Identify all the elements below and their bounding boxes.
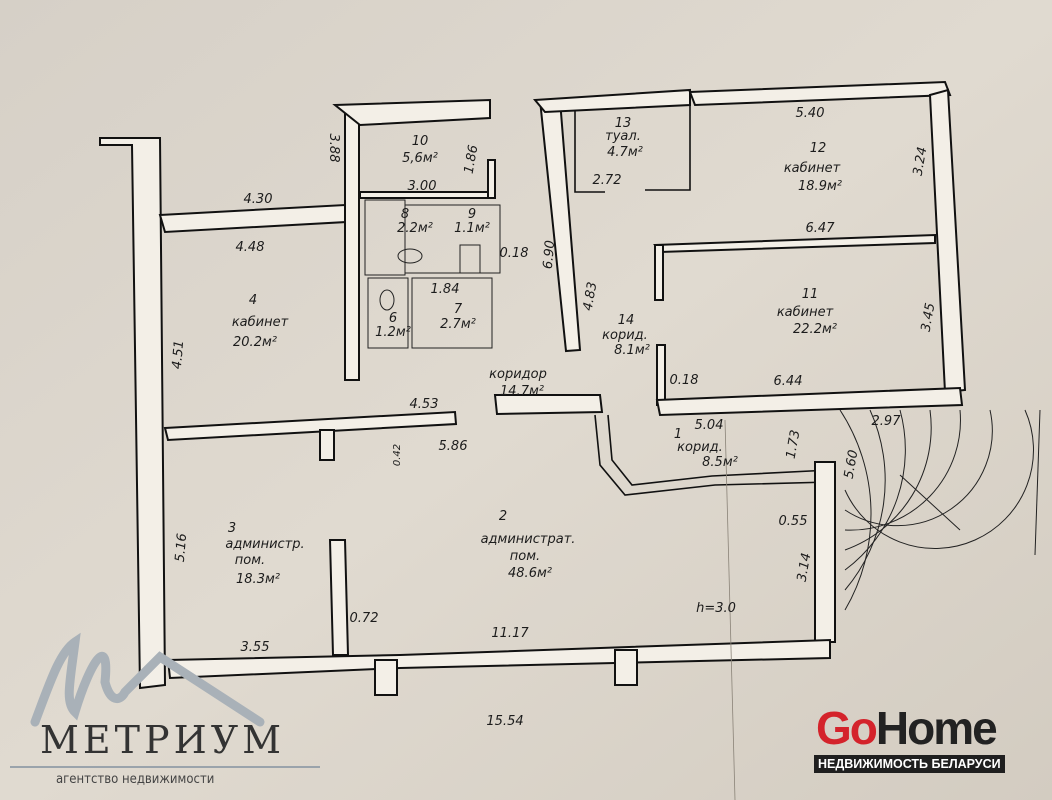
gohome-logo-go: Go (816, 702, 878, 754)
room-14-area: 8.1м² (614, 343, 650, 358)
dim-5-40: 5.40 (796, 106, 825, 121)
room-6-number: 6 (389, 311, 397, 326)
dim-0-42: 0.42 (392, 444, 403, 466)
dim-5-16: 5.16 (173, 533, 190, 563)
room-9-number: 9 (468, 207, 476, 222)
room-12-area: 18.9м² (798, 179, 842, 194)
gohome-logo-home: Home (875, 702, 998, 754)
room-7-area: 2.7м² (440, 317, 476, 332)
dim-11-17: 11.17 (491, 626, 529, 641)
dim-6-90: 6.90 (541, 240, 558, 270)
metrium-logo-divider (10, 766, 320, 768)
dim-5-60: 5.60 (842, 449, 862, 480)
dim-5-86: 5.86 (439, 439, 468, 454)
corridor-name: коридор (489, 367, 547, 382)
room-labels: 10 5,6м² 8 2.2м² 9 1.1м² 6 1.2м² 7 2.7м²… (225, 116, 842, 587)
dim-0-55: 0.55 (779, 514, 808, 529)
room-3-name-1: администр. (225, 537, 304, 552)
walls (99, 80, 1041, 800)
dim-1-73: 1.73 (784, 429, 804, 460)
room-11-name: кабинет (777, 305, 834, 320)
dim-3-14: 3.14 (795, 552, 815, 583)
metrium-logo-subtitle: агентство недвижимости (56, 772, 215, 787)
dimension-labels: 3.88 1.86 3.00 4.30 4.48 0.18 6.90 1.84 … (170, 106, 939, 729)
room-10-number: 10 (412, 134, 429, 149)
dim-6-44: 6.44 (774, 374, 803, 389)
room-4-name: кабинет (232, 315, 289, 330)
room-6-area: 1.2м² (375, 325, 411, 340)
room-2-name-1: администрат. (481, 532, 576, 547)
dim-0-72: 0.72 (350, 611, 379, 626)
room-4-number: 4 (249, 293, 257, 308)
room-2-number: 2 (499, 509, 507, 524)
dim-6-47: 6.47 (806, 221, 836, 236)
room-1-name: корид. (677, 440, 723, 455)
dim-0-18-a: 0.18 (500, 246, 529, 261)
dim-4-48: 4.48 (236, 240, 265, 255)
room-13-number: 13 (615, 116, 632, 131)
room-13-area: 4.7м² (607, 145, 643, 160)
room-3-name-2: пом. (235, 553, 265, 568)
dim-4-83: 4.83 (581, 281, 601, 312)
room-14-number: 14 (618, 313, 635, 328)
room-11-area: 22.2м² (793, 322, 837, 337)
dim-3-55: 3.55 (241, 640, 270, 655)
dim-3-00: 3.00 (408, 179, 437, 194)
room-7-number: 7 (454, 302, 463, 317)
room-14-name: корид. (602, 328, 648, 343)
corridor-area: 14.7м² (500, 384, 544, 399)
room-9-area: 1.1м² (454, 221, 490, 236)
dim-1-86: 1.86 (462, 144, 482, 175)
room-1-number: 1 (674, 427, 682, 442)
room-4-area: 20.2м² (233, 335, 277, 350)
room-10-area: 5,6м² (402, 151, 438, 166)
room-12-number: 12 (810, 141, 827, 156)
dim-5-04: 5.04 (695, 418, 724, 433)
ceiling-height: h=3.0 (696, 601, 736, 616)
metrium-logo-title: МЕТРИУМ (40, 718, 286, 762)
dim-2-97: 2.97 (872, 414, 902, 429)
room-12-name: кабинет (784, 161, 841, 176)
room-11-number: 11 (802, 287, 819, 302)
dim-4-53: 4.53 (410, 397, 439, 412)
gohome-logo-subtitle: НЕДВИЖИМОСТЬ БЕЛАРУСИ (814, 755, 1005, 773)
room-2-area: 48.6м² (508, 566, 552, 581)
room-3-area: 18.3м² (236, 572, 280, 587)
gohome-logo: GoHome (816, 702, 998, 754)
room-8-number: 8 (401, 207, 409, 222)
dim-2-72: 2.72 (593, 173, 622, 188)
room-13-name: туал. (605, 129, 641, 144)
room-2-name-2: пом. (510, 549, 540, 564)
room-8-area: 2.2м² (397, 221, 433, 236)
room-3-number: 3 (228, 521, 236, 536)
dim-4-30: 4.30 (244, 192, 273, 207)
metrium-logo-mark (30, 632, 265, 727)
dim-4-51: 4.51 (170, 340, 187, 370)
dim-3-24: 3.24 (911, 146, 931, 177)
room-1-area: 8.5м² (702, 455, 738, 470)
dim-1-84: 1.84 (431, 282, 460, 297)
dim-15-54: 15.54 (486, 714, 523, 729)
dim-3-88: 3.88 (326, 134, 341, 163)
dim-3-45: 3.45 (919, 302, 939, 333)
dim-0-18-b: 0.18 (670, 373, 699, 388)
